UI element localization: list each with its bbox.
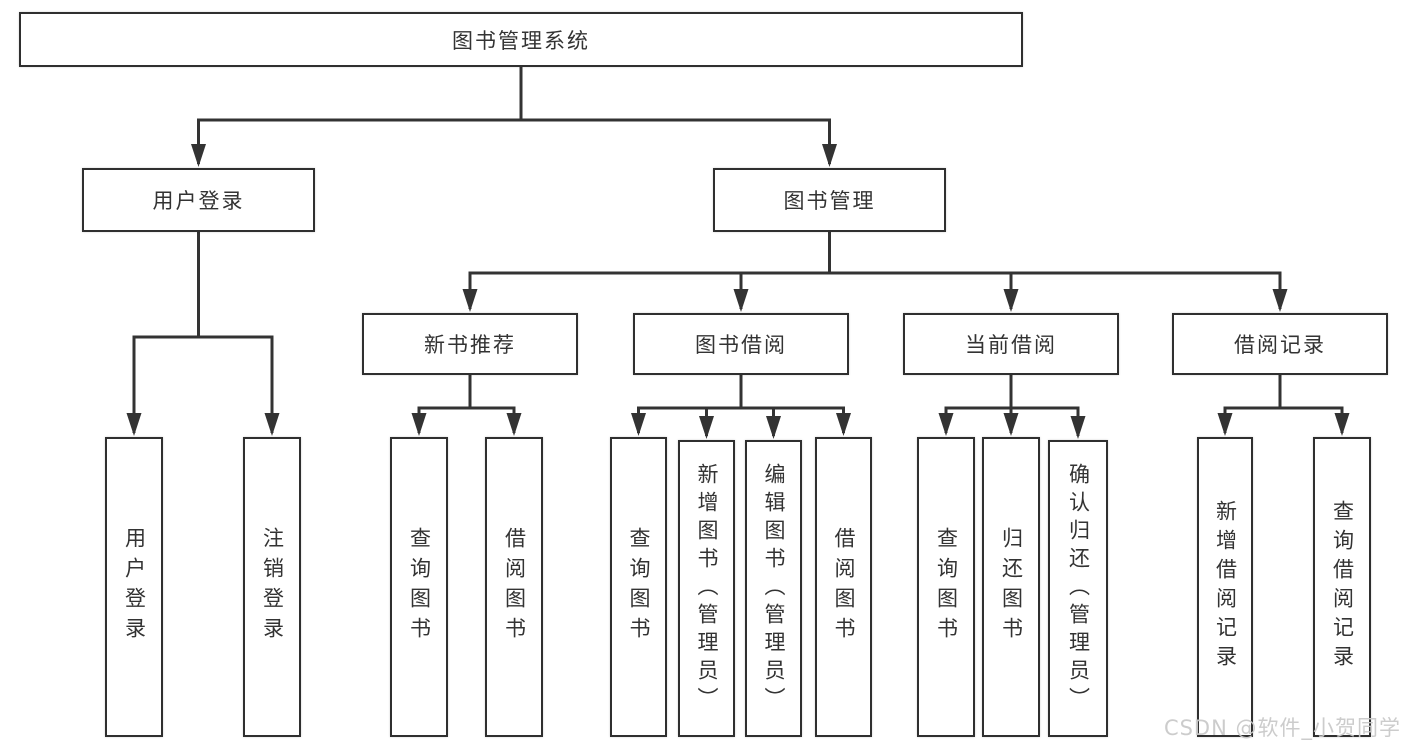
leaf-add-borrow-record-label: 新增借阅记录	[1213, 500, 1238, 674]
node-current-borrowing: 当前借阅	[903, 313, 1119, 375]
node-library-management-system: 图书管理系统	[19, 12, 1023, 67]
leaf-confirm-return-admin-label: 确认归还（管理员）	[1066, 462, 1091, 715]
leaf-edit-book-admin: 编辑图书（管理员）	[745, 440, 802, 737]
leaf-query-books-borrowing: 查询图书	[610, 437, 667, 737]
leaf-borrow-books-recommend-label: 借阅图书	[502, 527, 527, 647]
leaf-logout-label: 注销登录	[260, 527, 285, 647]
leaf-borrow-books-borrowing: 借阅图书	[815, 437, 872, 737]
leaf-user-login-label: 用户登录	[122, 527, 147, 647]
leaf-query-books-recommend-label: 查询图书	[407, 527, 432, 647]
csdn-watermark: CSDN @软件_小贺同学	[1163, 716, 1401, 740]
leaf-query-borrow-record: 查询借阅记录	[1313, 437, 1371, 737]
leaf-return-book: 归还图书	[982, 437, 1040, 737]
node-new-book-recommendation: 新书推荐	[362, 313, 578, 375]
node-user-login: 用户登录	[82, 168, 315, 232]
leaf-query-books-current: 查询图书	[917, 437, 975, 737]
leaf-return-book-label: 归还图书	[999, 527, 1024, 647]
node-book-borrowing: 图书借阅	[633, 313, 849, 375]
leaf-edit-book-admin-label: 编辑图书（管理员）	[762, 462, 786, 715]
node-book-management: 图书管理	[713, 168, 946, 232]
leaf-query-books-current-label: 查询图书	[934, 527, 959, 647]
leaf-query-books-recommend: 查询图书	[390, 437, 448, 737]
leaf-add-book-admin-label: 新增图书（管理员）	[695, 462, 719, 715]
leaf-logout: 注销登录	[243, 437, 301, 737]
leaf-add-book-admin: 新增图书（管理员）	[678, 440, 735, 737]
leaf-confirm-return-admin: 确认归还（管理员）	[1048, 440, 1108, 737]
node-borrow-records: 借阅记录	[1172, 313, 1388, 375]
leaf-user-login: 用户登录	[105, 437, 163, 737]
leaf-borrow-books-recommend: 借阅图书	[485, 437, 543, 737]
leaf-borrow-books-borrowing-label: 借阅图书	[832, 527, 856, 647]
leaf-add-borrow-record: 新增借阅记录	[1197, 437, 1253, 737]
leaf-query-books-borrowing-label: 查询图书	[627, 527, 651, 647]
leaf-query-borrow-record-label: 查询借阅记录	[1330, 500, 1355, 674]
